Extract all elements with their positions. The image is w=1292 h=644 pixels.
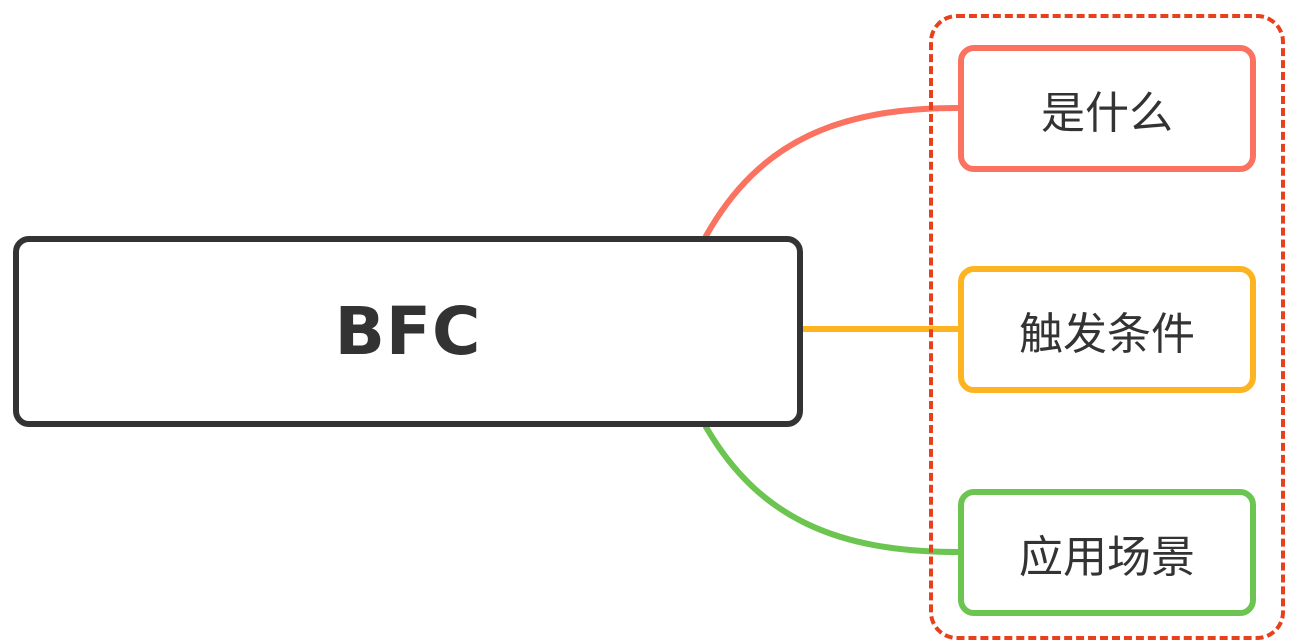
branch-node-what-is-it[interactable]: 是什么 <box>958 45 1256 172</box>
connector-what-is-it <box>703 105 961 239</box>
branch-node-label: 是什么 <box>1041 87 1173 139</box>
branch-node-label: 应用场景 <box>1019 531 1195 583</box>
connector-use-cases <box>703 424 961 555</box>
branch-node-label: 触发条件 <box>1019 308 1195 360</box>
branch-node-use-cases[interactable]: 应用场景 <box>958 489 1256 616</box>
root-node-bfc[interactable]: BFC <box>13 236 803 427</box>
root-node-label: BFC <box>334 293 482 370</box>
branch-node-trigger-conditions[interactable]: 触发条件 <box>958 266 1256 393</box>
